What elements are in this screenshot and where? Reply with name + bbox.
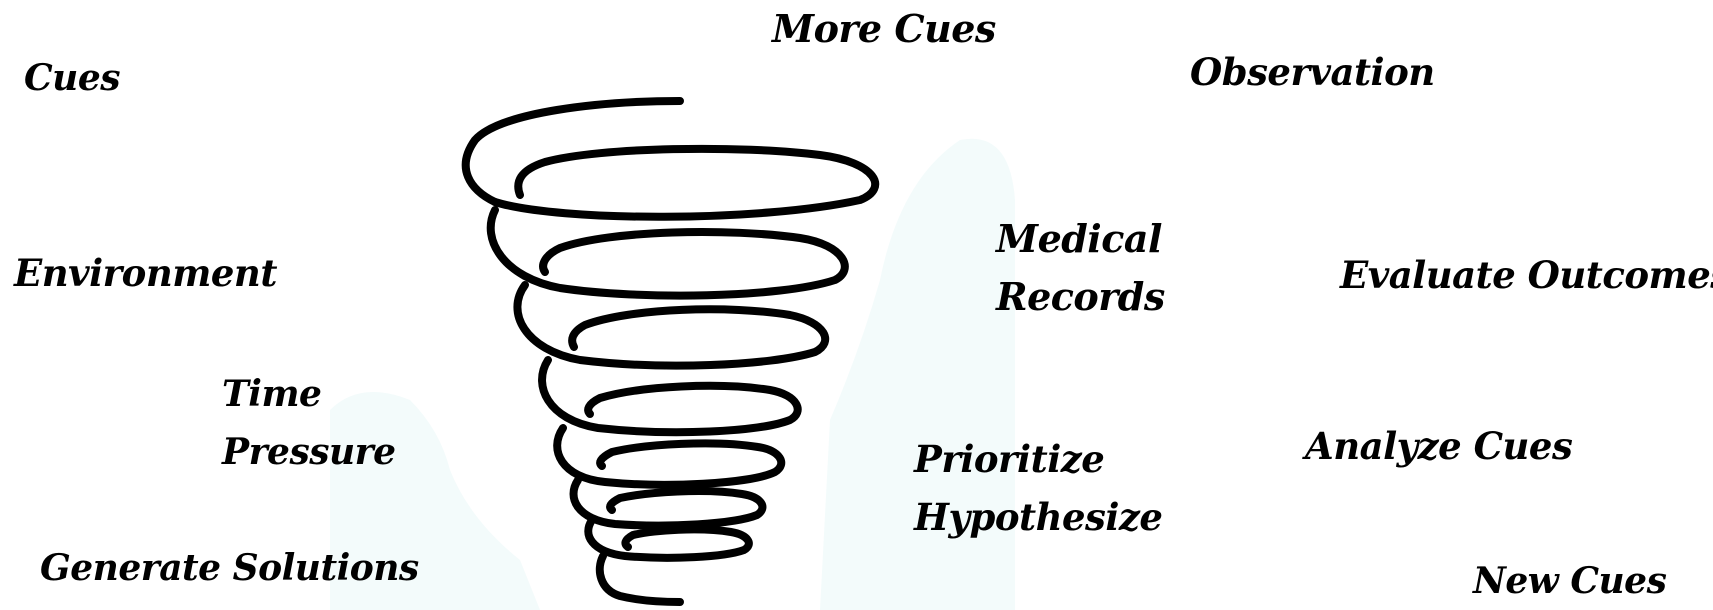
label-analyze-cues: Analyze Cues (1305, 428, 1572, 465)
label-new-cues: New Cues (1473, 563, 1666, 599)
label-observation: Observation (1190, 54, 1435, 91)
label-medical-records: Medical Records (996, 210, 1165, 326)
label-more-cues: More Cues (772, 10, 996, 48)
label-prioritize-hypothesize: Prioritize Hypothesize (914, 430, 1162, 546)
label-generate-solutions: Generate Solutions (40, 550, 419, 586)
label-evaluate-outcomes: Evaluate Outcomes (1340, 257, 1713, 294)
label-prioritize-hypothesize-text: Prioritize Hypothesize (914, 430, 1162, 546)
spiral-coil-tail (600, 556, 680, 602)
spiral-coil-6 (557, 428, 781, 485)
label-environment: Environment (14, 255, 277, 292)
spiral-coil-5 (542, 360, 798, 432)
label-time-pressure-text: Time Pressure (222, 365, 396, 481)
spiral-coil-3 (491, 210, 845, 296)
label-time-pressure: Time Pressure (222, 365, 396, 481)
label-medical-records-text: Medical Records (996, 210, 1165, 326)
spiral-coil-2 (495, 149, 875, 217)
label-cues: Cues (24, 60, 120, 96)
